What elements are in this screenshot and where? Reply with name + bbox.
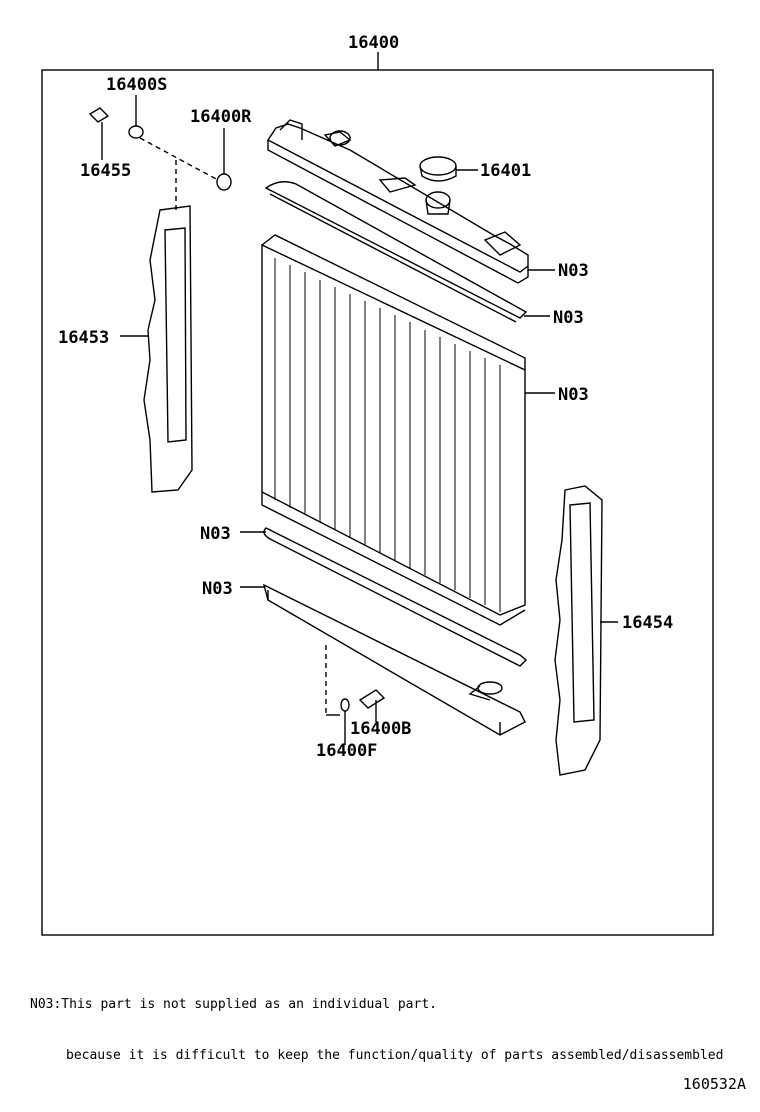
radiator-cap-drawing xyxy=(419,156,478,215)
upper-gasket-drawing xyxy=(264,181,528,323)
label-upper-gasket: N03 xyxy=(553,308,584,328)
bolt-drawing xyxy=(88,107,110,160)
support-left-drawing xyxy=(143,205,193,493)
label-lower-tank: N03 xyxy=(202,579,233,599)
label-drain-plug: 16400F xyxy=(316,741,377,761)
footnote: N03:This part is not supplied as an indi… xyxy=(30,962,723,1081)
label-screw-cap: 16400S xyxy=(106,75,167,95)
assembly-frame xyxy=(41,69,714,936)
label-bolt: 16455 xyxy=(80,161,131,181)
upper-tank-drawing xyxy=(266,119,529,284)
bolt-alignment-line xyxy=(139,137,219,181)
lower-gasket-drawing xyxy=(263,527,528,667)
label-radiator-cap: 16401 xyxy=(480,161,531,181)
radiator-core-drawing xyxy=(261,234,526,626)
lower-tank-drawing xyxy=(262,583,526,736)
support-right-drawing xyxy=(554,485,603,776)
drain-parts-drawing xyxy=(340,689,386,745)
screw-cap-drawing xyxy=(128,95,144,139)
label-assembly: 16400 xyxy=(348,33,399,53)
footnote-line-1: N03:This part is not supplied as an indi… xyxy=(30,997,437,1012)
label-upper-tank: N03 xyxy=(558,261,589,281)
diagram-id: 160532A xyxy=(682,1075,746,1093)
label-support-right: 16454 xyxy=(622,613,673,633)
label-lower-gasket: N03 xyxy=(200,524,231,544)
label-core: N03 xyxy=(558,385,589,405)
label-drain-cock: 16400B xyxy=(350,719,411,739)
nut-drawing xyxy=(216,128,232,191)
label-nut: 16400R xyxy=(190,107,252,127)
footnote-line-2: because it is difficult to keep the func… xyxy=(66,1048,724,1063)
label-support-left: 16453 xyxy=(58,328,109,348)
